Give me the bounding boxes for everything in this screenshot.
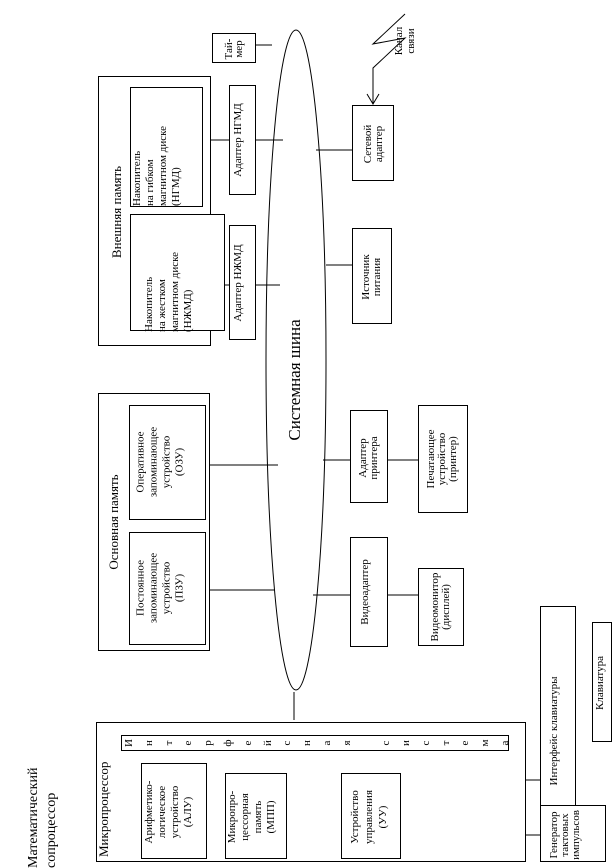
ram-label-2: запоминающее: [147, 426, 160, 498]
cu-label-2: управления: [363, 789, 375, 845]
ram-label-3: устройство: [160, 435, 173, 489]
math-coprocessor-label: Математический сопроцессор: [25, 690, 69, 868]
hdd-label-1: Накопитель: [143, 276, 155, 332]
channel-arrowhead: [366, 93, 380, 105]
keyboard-box: Клавиатура: [592, 622, 612, 742]
interface-letter: н: [301, 740, 314, 746]
mpp-box: Микропро- цессорная память (МПП): [225, 773, 287, 859]
interface-letter: ф: [221, 739, 234, 747]
system-bus-ellipse: [265, 29, 327, 691]
mpp-label-3: память: [252, 800, 264, 834]
channel-label-2: связи: [405, 28, 417, 54]
printer-adapter-box: Адаптер принтера: [350, 410, 388, 503]
keyboard-label: Клавиатура: [594, 656, 606, 710]
video-monitor-box: Видеомонитор (дисплей): [418, 568, 464, 646]
network-adapter-box: Сетевой адаптер: [352, 105, 394, 181]
hdd-drive-box: Накопитель на жестком магнитном диске (Н…: [130, 214, 225, 332]
interface-letter: т: [439, 740, 452, 746]
interface-letter: и: [400, 740, 413, 746]
interface-letter: е: [182, 740, 195, 746]
mpp-label-2: цессорная: [239, 793, 251, 841]
fdd-label-3: магнитном диске: [157, 125, 169, 206]
printer-adapter-label-2: принтера: [368, 436, 380, 480]
rom-label-1: Постоянное: [134, 560, 147, 616]
fdd-adapter-label: Адаптер НГМД: [232, 103, 244, 177]
alu-box: Арифметико- логическое устройство (АЛУ): [141, 763, 207, 859]
rom-label-4: (ПЗУ): [173, 573, 186, 603]
power-supply-label-2: питания: [371, 257, 383, 297]
hdd-adapter-box: Адаптер НЖМД: [229, 225, 256, 340]
math-coprocessor-label-1: Математический: [26, 767, 41, 868]
fdd-drive-box: Накопитель на гибком магнитном диске (НГ…: [130, 87, 203, 207]
timer-label-2: мер: [233, 40, 245, 58]
hdd-label-3: магнитном диске: [169, 251, 181, 332]
hdd-label-4: (НЖМД): [182, 289, 194, 332]
cu-box: Устройство управления (УУ): [341, 773, 401, 859]
hdd-adapter-label: Адаптер НЖМД: [232, 244, 244, 322]
fdd-label-1: Накопитель: [131, 150, 143, 206]
main-memory-box: Основная память Оперативное запоминающее…: [98, 393, 210, 651]
alu-label-2: логическое: [156, 785, 168, 839]
mpp-label-1: Микропро-: [226, 790, 238, 844]
interface-letter: а: [499, 740, 511, 746]
hdd-label-2: на жестком: [156, 279, 168, 332]
interface-letter: т: [162, 740, 175, 746]
microprocessor-title: Микропроцессор: [96, 761, 111, 857]
clock-generator-label-3: импульсов: [570, 810, 582, 860]
fdd-label-4: (НГМД): [170, 167, 182, 206]
interface-letter: я: [340, 740, 353, 746]
alu-label-4: (АЛУ): [182, 796, 194, 828]
math-coprocessor-label-2: сопроцессор: [44, 792, 59, 868]
main-memory-title: Основная память: [106, 474, 121, 570]
interface-letter: И: [123, 739, 135, 747]
channel-label-1: Канал: [393, 26, 405, 56]
interface-letter: н: [142, 740, 155, 746]
ram-label-4: (ОЗУ): [173, 447, 186, 477]
timer-box: Тай- мер: [212, 33, 256, 63]
power-supply-box: Источник питания: [352, 228, 392, 324]
interface-letter: р: [202, 740, 215, 746]
rom-label-3: устройство: [160, 561, 173, 615]
mpp-label-4: (МПП): [265, 800, 277, 834]
printer-label-3: (принтер): [447, 436, 459, 482]
interface-letter: е: [459, 740, 472, 746]
fdd-label-2: на гибком: [144, 159, 156, 206]
rom-label-2: запоминающее: [147, 552, 160, 624]
ram-label-1: Оперативное: [134, 431, 147, 493]
interface-letter: с: [419, 740, 432, 746]
rom-box: Постоянное запоминающее устройство (ПЗУ): [129, 532, 206, 645]
alu-label-1: Арифметико-: [143, 780, 155, 844]
interface-letter: с: [281, 740, 294, 746]
interface-letter: е: [241, 740, 254, 746]
external-memory-title: Внешняя память: [109, 165, 124, 259]
video-adapter-box: Видеоадаптер: [350, 537, 388, 647]
channel-label: Канал связи: [393, 18, 423, 64]
interface-letter: й: [261, 740, 274, 746]
clock-generator-box: Генератор тактовых импульсов: [540, 805, 606, 862]
alu-label-3: устройство: [169, 785, 181, 839]
external-memory-box: Внешняя память Накопитель на гибком магн…: [98, 76, 225, 346]
ram-box: Оперативное запоминающее устройство (ОЗУ…: [129, 405, 206, 520]
interface-letter: м: [479, 739, 492, 747]
interface-letter: а: [320, 740, 333, 746]
video-monitor-label-2: (дисплей): [440, 584, 452, 630]
printer-box: Печатающее устройство (принтер): [418, 405, 468, 513]
interface-letter: с: [380, 740, 393, 746]
cu-label-1: Устройство: [349, 790, 361, 844]
fdd-adapter-box: Адаптер НГМД: [229, 85, 256, 195]
channel-link: [371, 13, 407, 104]
microprocessor-box: Микропроцессор Арифметико- логическое ус…: [96, 722, 526, 862]
video-adapter-label: Видеоадаптер: [359, 559, 371, 625]
system-bus-label: Системная шина: [285, 319, 304, 441]
network-adapter-label-2: адаптер: [373, 125, 385, 163]
cu-label-3: (УУ): [377, 805, 389, 829]
